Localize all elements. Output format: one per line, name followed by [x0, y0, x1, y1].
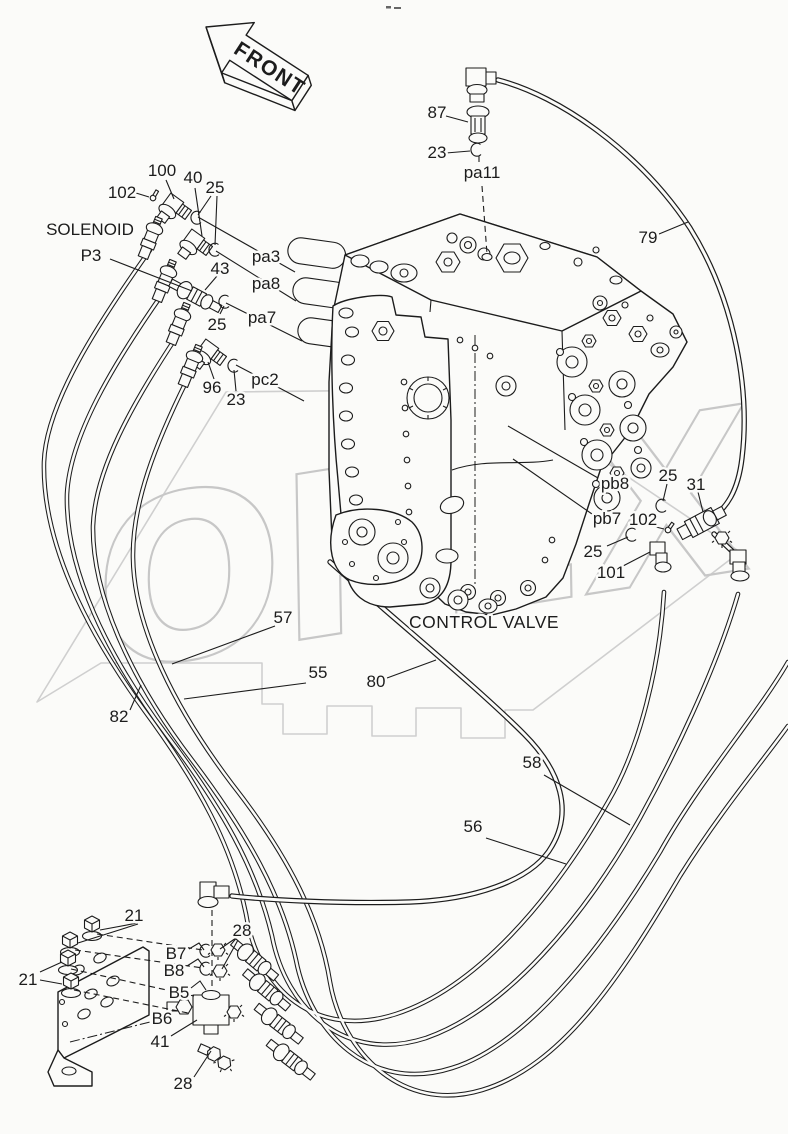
- label-b6: B6: [152, 1009, 173, 1028]
- label-solenoid: SOLENOID: [46, 220, 134, 239]
- label-25-3: 25: [659, 466, 678, 485]
- label-pa11: pa11: [464, 163, 501, 182]
- fitting-28-bottom: [197, 1043, 237, 1077]
- label-100: 100: [148, 161, 176, 180]
- label-28-2: 28: [174, 1074, 193, 1093]
- label-25-1: 25: [206, 178, 225, 197]
- label-87: 87: [428, 103, 447, 122]
- tee-41: [166, 989, 245, 1035]
- label-79: 79: [639, 228, 658, 247]
- hose-80: [229, 559, 565, 906]
- elbow-bottom: [197, 881, 230, 909]
- pa11-port-axis: [478, 156, 488, 255]
- hose-end-3: [162, 300, 196, 348]
- label-pa8: pa8: [252, 274, 280, 293]
- label-pa7: pa7: [248, 308, 276, 327]
- washer-28-2: [209, 963, 231, 982]
- label-57: 57: [274, 608, 293, 627]
- label-23-top: 23: [428, 143, 447, 162]
- front-arrow: FRONT: [205, 21, 312, 112]
- label-58: 58: [523, 753, 542, 772]
- right-fittings-cluster: [625, 498, 750, 582]
- hose-bundle: [41, 247, 788, 1098]
- bolt-102-left: [148, 188, 161, 203]
- label-31: 31: [687, 475, 706, 494]
- label-b5: B5: [169, 983, 190, 1002]
- fitting-87-group: [465, 67, 497, 255]
- control-valve-assembly: [287, 213, 688, 616]
- label-pa3: pa3: [252, 247, 280, 266]
- label-21-1: 21: [125, 906, 144, 925]
- caption-control-valve: CONTROL VALVE: [409, 612, 559, 632]
- elbow-101: [649, 541, 672, 573]
- label-pc2: pc2: [251, 370, 278, 389]
- label-56: 56: [464, 817, 483, 836]
- label-82: 82: [110, 707, 129, 726]
- label-b7: B7: [166, 944, 187, 963]
- label-23-2: 23: [227, 390, 246, 409]
- page-artifact: [386, 6, 401, 9]
- label-28-1: 28: [233, 921, 252, 940]
- bottom-fittings-cluster: [166, 881, 319, 1085]
- part-labels: 87 23 pa11 79 100 40 25 102 SOLENOID P3 …: [16, 101, 708, 1096]
- coupler-4: [262, 1034, 319, 1085]
- elbow-40: [173, 227, 215, 269]
- label-102-1: 102: [108, 183, 136, 202]
- label-25-4: 25: [584, 542, 603, 561]
- label-101: 101: [597, 563, 625, 582]
- label-80: 80: [367, 672, 386, 691]
- label-55: 55: [309, 663, 328, 682]
- label-pb7: pb7: [593, 509, 621, 528]
- leader-lines: [39, 115, 704, 1078]
- label-21-2: 21: [19, 970, 38, 989]
- label-41: 41: [151, 1032, 170, 1051]
- bolt-21-d: [60, 972, 82, 999]
- label-96: 96: [203, 378, 222, 397]
- elbow-right-b: [729, 549, 750, 582]
- label-40: 40: [184, 168, 203, 187]
- label-43: 43: [211, 259, 230, 278]
- oring-23-top: [470, 142, 482, 157]
- label-pb8: pb8: [601, 474, 629, 493]
- label-25-2: 25: [208, 315, 227, 334]
- mounting-bracket: [47, 915, 204, 1087]
- label-102-2: 102: [629, 510, 657, 529]
- tee-31: [676, 505, 727, 541]
- label-b8: B8: [164, 961, 185, 980]
- label-solenoid-p3: P3: [81, 246, 102, 265]
